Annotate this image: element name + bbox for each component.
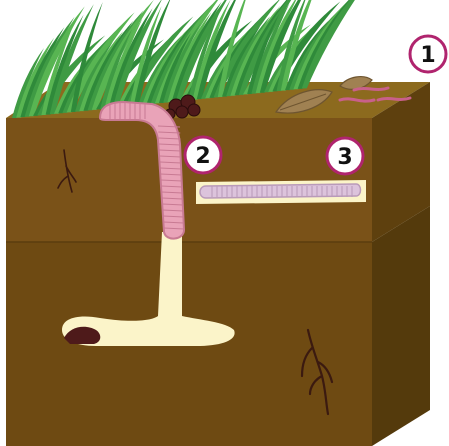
litter-worm-3 (378, 98, 410, 100)
marker-badge-3: 3 (327, 138, 363, 174)
soil-front-top-layer (6, 118, 372, 242)
marker-badge-1: 1 (410, 36, 446, 72)
marker-label-3: 3 (337, 145, 352, 170)
marker-label-1: 1 (420, 43, 435, 68)
horizontal-burrow-worm (200, 184, 361, 198)
soil-block (6, 82, 430, 446)
horizontal-worm-body (200, 184, 361, 198)
marker-badge-2: 2 (185, 137, 221, 173)
soil-side-bottom-layer (372, 206, 430, 446)
litter-worm-2 (354, 88, 388, 90)
marker-label-2: 2 (195, 144, 210, 169)
